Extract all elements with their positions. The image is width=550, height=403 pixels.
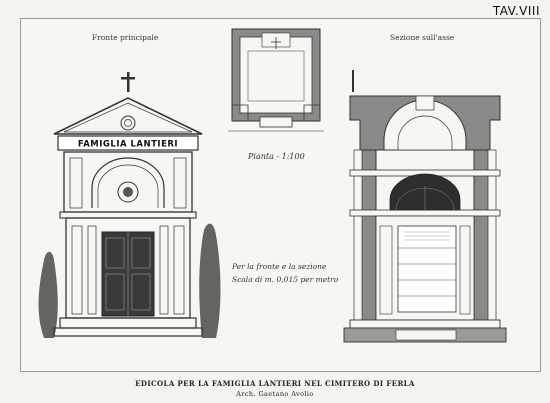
architect-credit: Arch. Gaetano Avolio (236, 390, 314, 398)
pediment-rosette (120, 115, 136, 131)
right-tree (199, 223, 221, 338)
facade-inscription: FAMIGLIA LANTIERI (78, 140, 178, 150)
plate-caption: EDICOLA PER LA FAMIGLIA LANTIERI NEL CIM… (135, 379, 415, 388)
loculi-wall (397, 225, 457, 313)
scale-note: Per la fronte e la sezione Scala di m. 0… (232, 260, 338, 286)
front-elevation: FAMIGLIA LANTIERI (38, 72, 221, 338)
cross (127, 72, 130, 92)
plan-view-title: Pianta - 1:100 (248, 152, 305, 161)
plan-view (228, 28, 324, 132)
left-tree (38, 251, 58, 338)
lunette-arch (91, 157, 165, 208)
section-view-title: Sezione sull'asse (390, 33, 455, 42)
scale-note-line-1: Per la fronte e la sezione (232, 262, 327, 271)
section-elevation (343, 70, 507, 343)
front-view-title: Fronte principale (92, 33, 159, 42)
pediment (53, 97, 203, 135)
lunette-rosette (117, 181, 139, 203)
scale-note-line-2: Scala di m. 0,015 per metro (232, 275, 339, 284)
plate-number: TAV.VIII (492, 4, 540, 18)
